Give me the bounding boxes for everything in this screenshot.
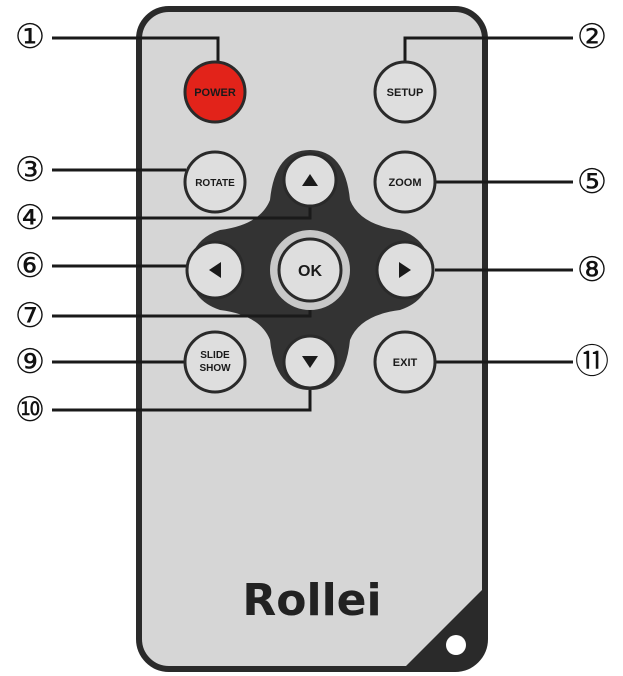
rotate-button[interactable]: ROTATE: [183, 150, 247, 214]
arrow-down-icon: [302, 356, 318, 368]
down-button[interactable]: [282, 334, 338, 390]
power-label: POWER: [194, 87, 236, 99]
up-button[interactable]: [282, 152, 338, 208]
callout-4: ④: [15, 198, 45, 238]
zoom-button[interactable]: ZOOM: [373, 150, 437, 214]
callout-5: ⑤: [577, 162, 607, 202]
exit-label: EXIT: [393, 357, 418, 369]
exit-button[interactable]: EXIT: [373, 330, 437, 394]
zoom-label: ZOOM: [389, 177, 422, 189]
arrow-up-icon: [302, 174, 318, 186]
callout-8: ⑧: [577, 250, 607, 290]
callout-6: ⑥: [15, 246, 45, 286]
show-label: SHOW: [199, 363, 231, 374]
callout-numbers: ① ② ③ ④ ⑤ ⑥ ⑦ ⑧ ⑨ ⑩ ⑪: [15, 17, 609, 430]
ok-button[interactable]: OK: [270, 230, 350, 310]
rotate-label: ROTATE: [195, 178, 235, 189]
callout-2: ②: [577, 17, 607, 57]
callout-10: ⑩: [15, 390, 45, 430]
brand-logo: Rollei: [242, 575, 381, 626]
callout-1: ①: [15, 17, 45, 57]
setup-label: SETUP: [387, 87, 424, 99]
arrow-left-icon: [209, 262, 221, 278]
line-10: [52, 390, 312, 412]
setup-button[interactable]: SETUP: [373, 60, 437, 124]
slide-label: SLIDE: [200, 350, 230, 361]
callout-7: ⑦: [15, 296, 45, 336]
arrow-right-icon: [399, 262, 411, 278]
power-button[interactable]: POWER: [183, 60, 247, 124]
lanyard-hole: [446, 635, 466, 655]
callout-3: ③: [15, 150, 45, 190]
ok-label: OK: [298, 263, 322, 280]
callout-9: ⑨: [15, 342, 45, 382]
slide-show-button[interactable]: SLIDE SHOW: [183, 330, 247, 394]
left-button[interactable]: [185, 240, 245, 300]
right-button[interactable]: [375, 240, 435, 300]
callout-11: ⑪: [575, 342, 609, 382]
